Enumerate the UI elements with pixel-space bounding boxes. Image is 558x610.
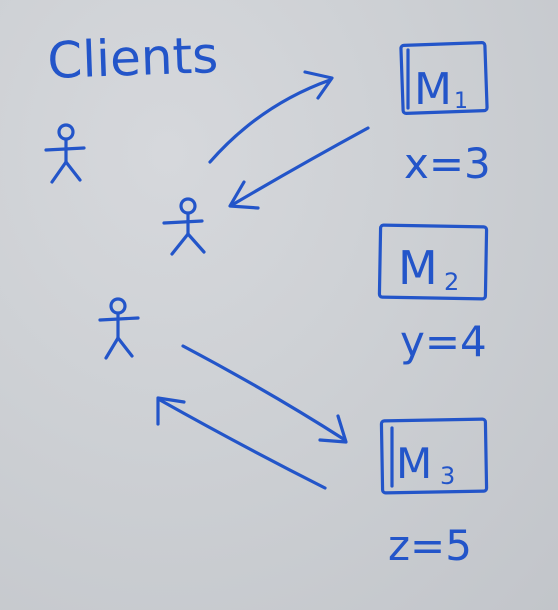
machine-m1: M 1 x=3 [399,41,491,188]
arrow-m3-to-client3 [156,396,327,490]
machine-m3-value: z=5 [388,521,472,570]
machine-m2: M 2 y=4 [377,223,489,366]
machine-m2-value: y=4 [400,317,487,366]
machine-m3: M 3 z=5 [379,417,489,570]
arrow-m1-to-client2 [228,126,370,210]
machine-m3-subscript: 3 [440,462,455,490]
client-figure-1 [44,123,86,184]
client-figure-2 [162,197,206,256]
machine-m1-subscript: 1 [454,89,468,114]
client-figure-3 [98,297,140,360]
machine-m2-name: M [398,241,438,295]
arrow-client2-to-m1 [208,70,334,164]
clients-title: Clients [46,26,219,90]
machine-m1-value: x=3 [404,139,491,188]
machine-m3-name: M [396,439,432,488]
machine-m2-subscript: 2 [444,268,459,296]
arrow-client3-to-m3 [181,344,348,444]
machine-m1-name: M [414,64,452,115]
